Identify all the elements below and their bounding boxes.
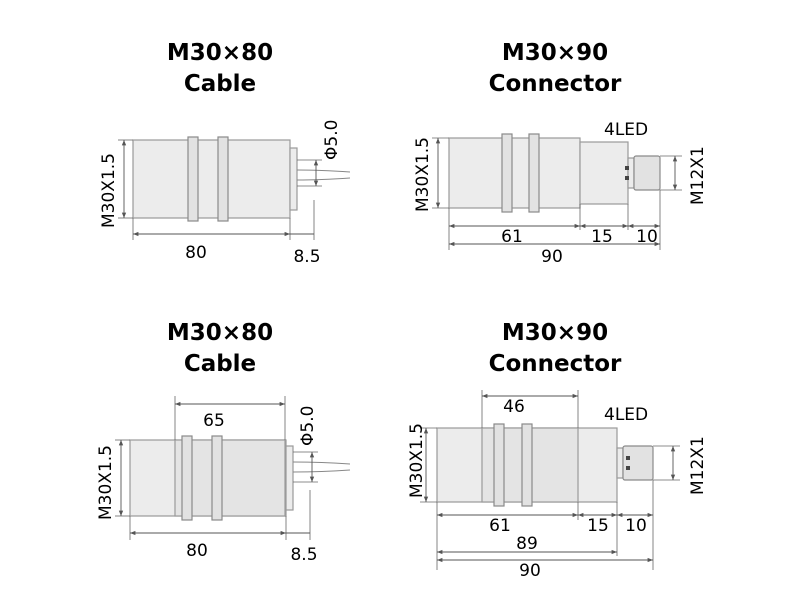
thread-label: M30X1.5 bbox=[413, 137, 433, 212]
lock-nut bbox=[493, 423, 505, 507]
panel-title-line1: M30×80 bbox=[167, 40, 273, 66]
length-thread-label: 46 bbox=[503, 397, 525, 417]
lock-nut bbox=[528, 133, 540, 213]
length-mid-label: 15 bbox=[587, 516, 609, 536]
lock-nut bbox=[211, 435, 223, 521]
cable-diameter-label: Φ5.0 bbox=[322, 120, 342, 160]
length-tail-label: 8.5 bbox=[290, 545, 317, 565]
panel-title-line2: Connector bbox=[489, 71, 622, 97]
led-label: 4LED bbox=[604, 120, 648, 140]
length-total-label: 80 bbox=[185, 243, 207, 263]
cable bbox=[296, 169, 351, 173]
m12-connector bbox=[622, 445, 654, 481]
cable bbox=[292, 461, 351, 465]
length-total-label: 80 bbox=[186, 541, 208, 561]
panel-title-line1: M30×90 bbox=[502, 40, 608, 66]
cable bbox=[292, 469, 351, 473]
m12-connector bbox=[633, 155, 661, 191]
cable-gland bbox=[285, 445, 294, 511]
lock-nut bbox=[501, 133, 513, 213]
lock-nut bbox=[521, 423, 533, 507]
led-dot bbox=[626, 456, 630, 460]
length-connector-label: 10 bbox=[625, 516, 647, 536]
sensor-body bbox=[448, 137, 581, 209]
panel-title-line1: M30×80 bbox=[167, 320, 273, 346]
led-dot bbox=[625, 166, 629, 170]
panel-title-line2: Connector bbox=[489, 351, 622, 377]
rear-housing bbox=[579, 141, 629, 205]
panel-title-line1: M30×90 bbox=[502, 320, 608, 346]
panel-title-line2: Cable bbox=[184, 71, 256, 97]
led-dot bbox=[626, 466, 630, 470]
lock-nut bbox=[181, 435, 193, 521]
panel-connector-top: M30×90 Connector 4LED M30X1.5 M12X1 61 1… bbox=[413, 40, 708, 267]
thread-label: M30X1.5 bbox=[407, 423, 427, 498]
length-body-label: 61 bbox=[489, 516, 511, 536]
thread-label: M30X1.5 bbox=[99, 153, 119, 228]
lock-nut bbox=[187, 136, 199, 222]
length-housing-label: 89 bbox=[516, 534, 538, 554]
led-label: 4LED bbox=[604, 405, 648, 425]
led-ring bbox=[627, 157, 635, 189]
panel-cable-bottom: M30×80 Cable 65 M30X1.5 Φ5.0 80 8.5 bbox=[96, 320, 351, 565]
led-ring bbox=[616, 447, 624, 479]
length-connector-label: 10 bbox=[636, 227, 658, 247]
sensor-body bbox=[132, 139, 291, 219]
led-dot bbox=[625, 176, 629, 180]
panel-connector-bottom: M30×90 Connector 4LED 46 M30X1.5 M12X1 bbox=[407, 320, 708, 581]
length-body-label: 61 bbox=[501, 227, 523, 247]
connector-label: M12X1 bbox=[688, 436, 708, 495]
threaded-section bbox=[174, 439, 286, 517]
thread-label: M30X1.5 bbox=[96, 445, 116, 520]
panel-title-line2: Cable bbox=[184, 351, 256, 377]
length-thread-label: 65 bbox=[203, 411, 225, 431]
connector-label: M12X1 bbox=[688, 146, 708, 205]
cable-gland bbox=[289, 147, 298, 211]
lock-nut bbox=[217, 136, 229, 222]
length-total-label: 90 bbox=[519, 561, 541, 581]
length-total-label: 90 bbox=[541, 247, 563, 267]
cable bbox=[296, 177, 351, 181]
cable-diameter-label: Φ5.0 bbox=[298, 406, 318, 446]
panel-cable-top: M30×80 Cable M30X1.5 Φ5.0 80 8.5 bbox=[99, 40, 351, 267]
length-tail-label: 8.5 bbox=[293, 247, 320, 267]
length-mid-label: 15 bbox=[591, 227, 613, 247]
